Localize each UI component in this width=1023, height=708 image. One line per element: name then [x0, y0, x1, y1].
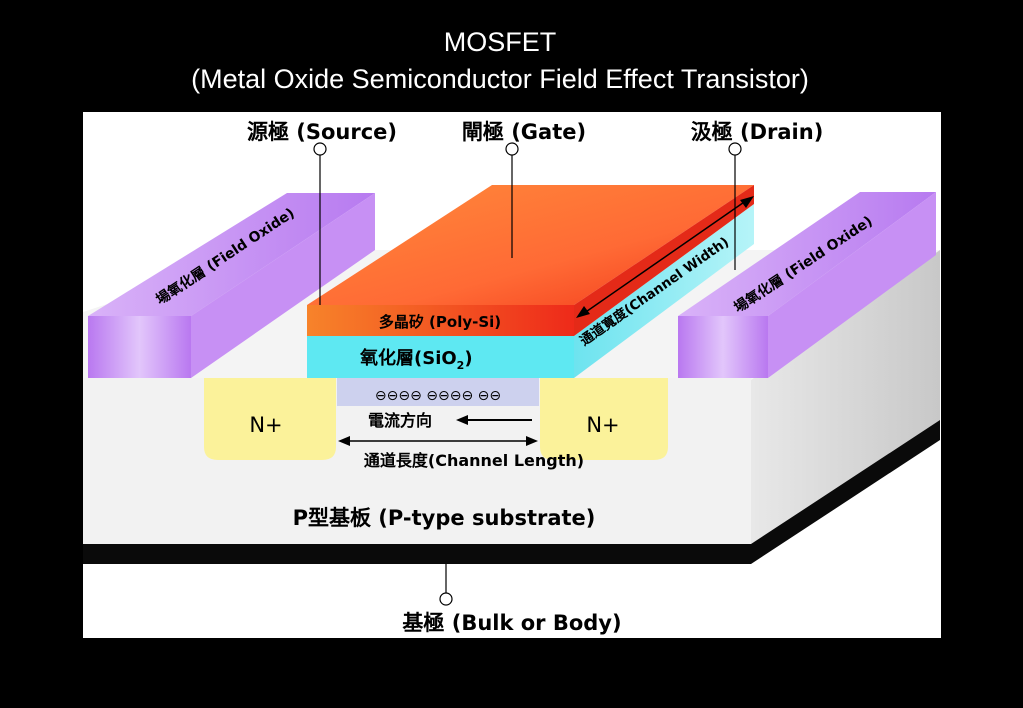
polysi-front	[307, 305, 574, 336]
arrowhead-left	[576, 306, 590, 318]
oxide-label-subscript: 2	[457, 359, 465, 372]
gate-label: 閘極 (Gate)	[462, 120, 586, 144]
field-oxide-left-side	[191, 193, 375, 378]
field-oxide-right-front	[678, 316, 768, 378]
gate-terminal-icon	[505, 142, 519, 156]
field-oxide-left-top	[88, 193, 375, 316]
substrate-side	[751, 250, 940, 544]
field-oxide-right-side	[768, 192, 936, 378]
n-plus-source-region	[204, 378, 336, 460]
n-plus-source-label: N+	[249, 413, 282, 437]
gate-oxide-side	[574, 204, 754, 378]
electron-symbols: ⊖⊖⊖⊖ ⊖⊖⊖⊖ ⊖⊖	[375, 388, 501, 404]
oxide-label: 氧化層(SiO2)	[359, 347, 473, 372]
source-label: 源極 (Source)	[247, 120, 397, 144]
polysi-label: 多晶矽 (Poly-Si)	[379, 313, 501, 331]
drain-label: 汲極 (Drain)	[691, 120, 824, 144]
source-terminal-icon	[313, 142, 327, 156]
arrowhead-right	[740, 196, 754, 208]
gate-oxide-front	[307, 336, 574, 378]
current-arrowhead	[456, 415, 468, 425]
bulk-terminal-icon	[439, 592, 453, 606]
drain-terminal-icon	[728, 142, 742, 156]
oxide-label-close: )	[464, 348, 472, 369]
n-plus-drain-region	[540, 378, 668, 460]
slide-title: MOSFET	[443, 27, 557, 57]
bulk-contact-plate	[83, 420, 940, 564]
channel-region	[337, 378, 539, 406]
bulk-label: 基極 (Bulk or Body)	[402, 611, 621, 635]
oxide-label-main: 氧化層(SiO	[359, 347, 457, 369]
slide-subtitle: (Metal Oxide Semiconductor Field Effect …	[191, 64, 809, 94]
polysi-top	[307, 185, 754, 305]
channel-width-arrow	[579, 197, 751, 317]
n-plus-drain-label: N+	[586, 413, 619, 437]
substrate-label: P型基板 (P-type substrate)	[293, 506, 596, 530]
polysi-side	[574, 185, 754, 336]
length-arrowhead-right	[526, 436, 538, 446]
length-arrowhead-left	[338, 436, 350, 446]
channel-length-label: 通道長度(Channel Length)	[364, 451, 584, 470]
field-oxide-right-top	[678, 192, 936, 316]
current-direction-label: 電流方向	[368, 411, 432, 430]
field-oxide-left-front	[88, 316, 191, 378]
